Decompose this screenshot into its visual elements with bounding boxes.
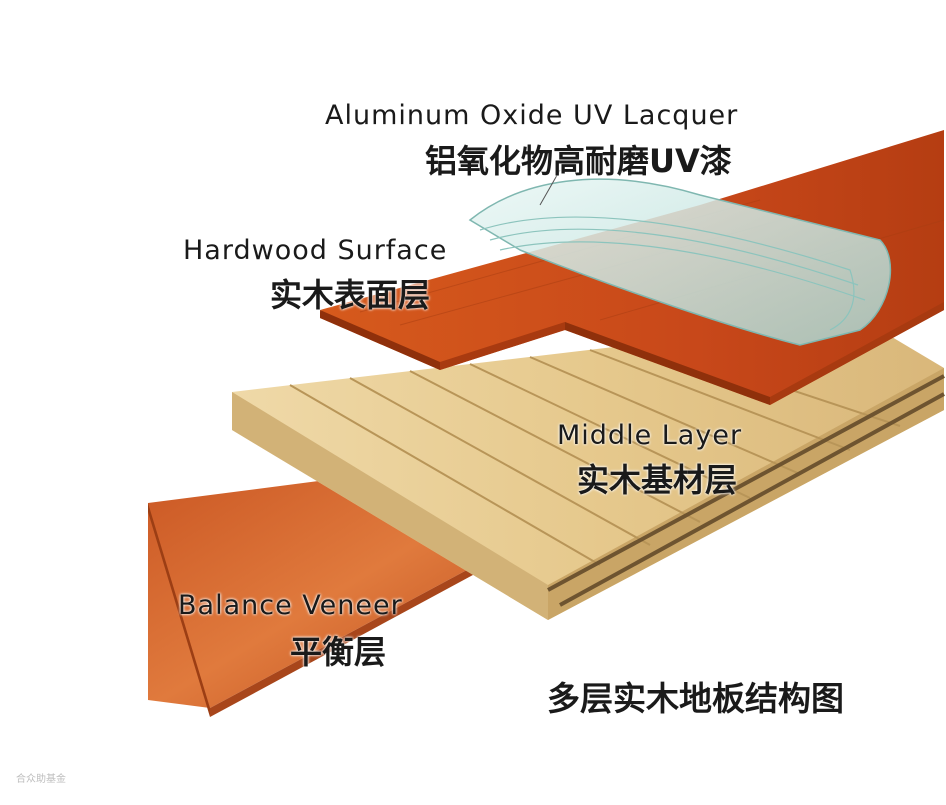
callout-lines [539,169,561,206]
balance-veneer-label-zh: 平衡层 [290,633,387,671]
lacquer-film-layer [468,178,892,346]
balance-veneer-label-en: Balance Veneer [178,590,403,621]
watermark: 合众助基金 [16,774,66,785]
hardwood-label-en: Hardwood Surface [183,235,448,266]
diagram-caption: 多层实木地板结构图 [547,679,844,718]
middle-layer-label-zh: 实木基材层 [577,461,738,499]
hardwood-label-zh: 实木表面层 [270,276,431,314]
lacquer-label-en: Aluminum Oxide UV Lacquer [325,100,739,131]
middle-layer-label-en: Middle Layer [557,420,743,451]
lacquer-label-zh: 铝氧化物高耐磨UV漆 [425,142,732,180]
